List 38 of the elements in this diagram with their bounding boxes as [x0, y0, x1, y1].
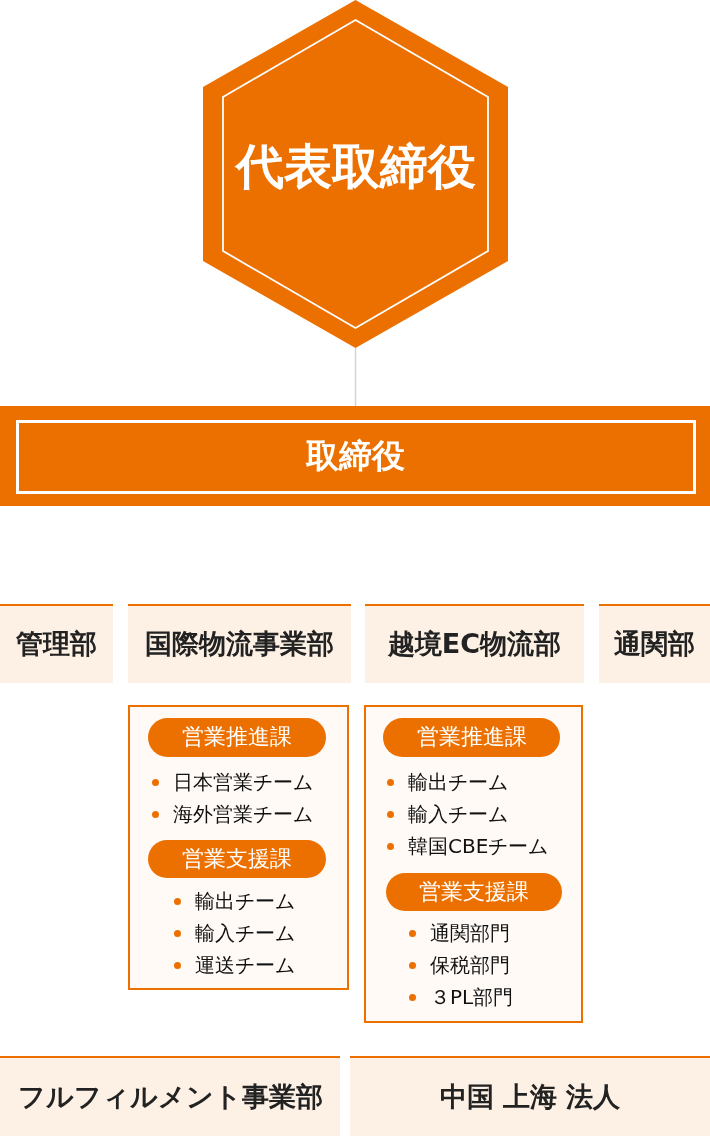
team-name: 海外営業チーム	[173, 802, 313, 826]
section-panel	[364, 705, 583, 1023]
team-name: 日本営業チーム	[173, 770, 313, 794]
team-name: 輸出チーム	[195, 889, 295, 913]
role-title: 代表取締役	[235, 139, 476, 193]
department-name: 国際物流事業部	[145, 628, 334, 661]
department-name: 越境EC物流部	[387, 628, 562, 661]
department-name: 管理部	[16, 628, 97, 661]
connector-line	[354, 347, 357, 407]
department-header	[599, 604, 710, 683]
section-name: 営業推進課	[416, 724, 527, 751]
team-name: 輸入チーム	[195, 921, 295, 945]
team-name: ３PL部門	[430, 985, 514, 1009]
role-title: 取締役	[305, 436, 405, 476]
department-header	[0, 604, 113, 683]
section-tag	[386, 873, 562, 911]
team-name: 通関部門	[430, 921, 510, 945]
department-header	[0, 1056, 340, 1136]
department-header	[128, 604, 351, 683]
section-panel	[128, 705, 349, 990]
team-name: 輸出チーム	[408, 770, 508, 794]
department-name: 通関部	[614, 628, 695, 661]
department-header	[365, 604, 584, 683]
team-name: 韓国CBEチーム	[408, 834, 549, 858]
department-header	[350, 1056, 710, 1136]
section-name: 営業推進課	[182, 724, 292, 751]
section-tag	[148, 718, 326, 757]
section-tag	[383, 718, 560, 757]
department-name: 中国 上海 法人	[439, 1080, 621, 1114]
board-banner	[0, 406, 710, 506]
team-name: 輸入チーム	[408, 802, 508, 826]
section-name: 営業支援課	[182, 845, 292, 873]
team-name: 運送チーム	[195, 953, 295, 977]
team-name: 保税部門	[430, 953, 510, 977]
department-name: フルフィルメント事業部	[17, 1080, 323, 1114]
section-name: 営業支援課	[419, 878, 529, 906]
executive-hexagon	[203, 0, 508, 348]
section-tag	[148, 840, 326, 878]
